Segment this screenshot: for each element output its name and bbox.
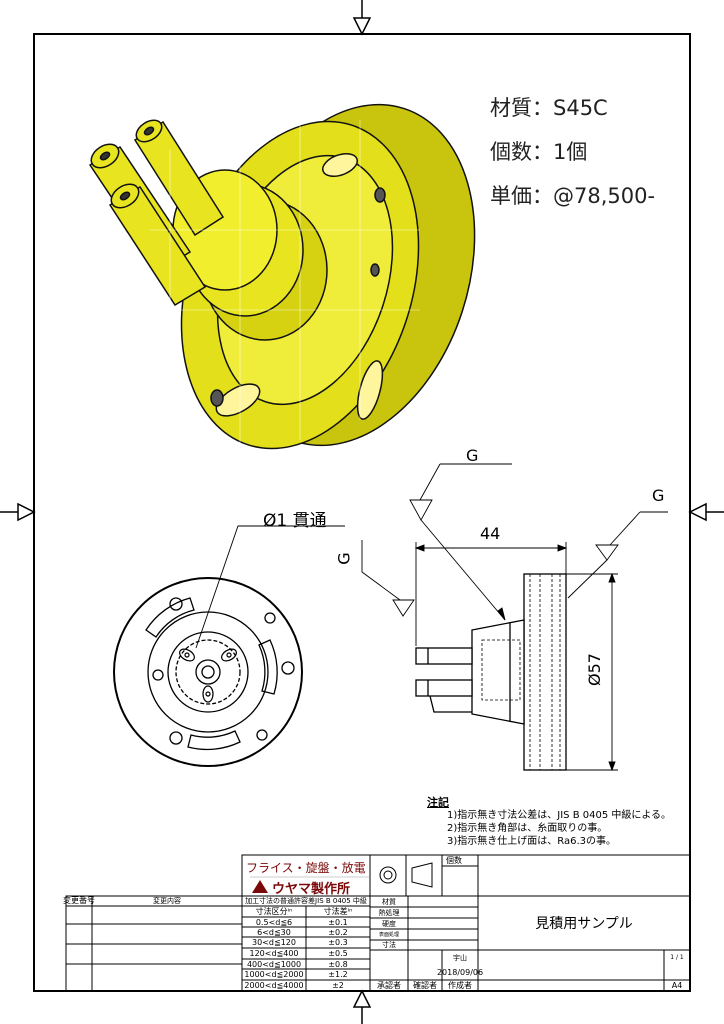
attr-label: 寸法 bbox=[382, 941, 396, 949]
checker-label: 確認者 bbox=[413, 980, 437, 990]
note-item: 1)指示無き寸法公差は、JIS B 0405 中級による。 bbox=[447, 810, 672, 821]
material-spec: 材質：S45C bbox=[490, 96, 608, 120]
dimension-diameter: Ø57 bbox=[584, 653, 604, 686]
tolerance-col-tol: 寸法差ᴵⁿ bbox=[323, 907, 353, 916]
tolerance-range: 2000<d≦4000 bbox=[244, 981, 304, 990]
tolerance-value: ±0.1 bbox=[328, 917, 348, 927]
tolerance-value: ±1.2 bbox=[328, 970, 348, 979]
notes-block: 注記 1)指示無き寸法公差は、JIS B 0405 中級による。 2)指示無き角… bbox=[427, 796, 671, 848]
author-name: 宇山 bbox=[453, 953, 467, 962]
tolerance-range: 30<d≦120 bbox=[252, 938, 296, 947]
sheet-number: 1 / 1 bbox=[670, 954, 684, 961]
isometric-part-view bbox=[88, 103, 476, 460]
paper-size: A4 bbox=[671, 980, 683, 990]
front-view bbox=[113, 525, 345, 767]
attr-label: 表面処理 bbox=[378, 932, 399, 938]
finish-symbol-top: G bbox=[466, 446, 479, 465]
tolerance-value: ±0.2 bbox=[328, 927, 348, 937]
notes-heading: 注記 bbox=[427, 796, 449, 809]
side-view bbox=[361, 463, 668, 772]
drawing-title: 見積用サンプル bbox=[535, 916, 633, 932]
tolerance-range: 6<d≦30 bbox=[257, 927, 291, 937]
note-item: 3)指示無き仕上げ面は、Ra6.3の事。 bbox=[447, 836, 617, 847]
title-block-grid bbox=[65, 854, 691, 992]
drawing-date: 2018/09/06 bbox=[436, 967, 484, 977]
finish-symbol-right: G bbox=[652, 486, 665, 505]
approver-label: 承認者 bbox=[377, 980, 401, 990]
tolerance-value: ±2 bbox=[332, 981, 344, 990]
finish-symbol-left: G bbox=[334, 552, 354, 565]
creator-label: 作成者 bbox=[448, 980, 472, 990]
tolerance-col-range: 寸法区分ᴵⁿ bbox=[255, 907, 293, 916]
unit-price-spec: 単価：@78,500- bbox=[490, 184, 656, 208]
quantity-spec: 個数：1個 bbox=[490, 140, 588, 164]
dimension-length: 44 bbox=[480, 524, 501, 543]
tolerance-value: ±0.5 bbox=[328, 949, 348, 958]
company-tagline: フライス・旋盤・放電 bbox=[246, 861, 366, 875]
revision-content-header: 変更内容 bbox=[153, 897, 181, 905]
qty-label: 個数 bbox=[446, 856, 462, 865]
attr-label: 硬度 bbox=[382, 919, 396, 928]
note-item: 2)指示無き角部は、糸面取りの事。 bbox=[447, 823, 608, 834]
tolerance-value: ±0.8 bbox=[328, 959, 348, 969]
tolerance-range: 400<d≦1000 bbox=[246, 959, 302, 969]
tolerance-title: 加工寸法の普通許容差JIS B 0405 中級 bbox=[245, 897, 367, 905]
tolerance-range: 1000<d≦2000 bbox=[244, 970, 304, 979]
hole-callout: Ø1 貫通 bbox=[263, 511, 327, 531]
revision-no-header: 変更番号 bbox=[63, 896, 95, 905]
company-name: ウヤマ製作所 bbox=[272, 882, 351, 897]
attr-label: 熱処理 bbox=[378, 908, 400, 917]
tolerance-range: 120<d≦400 bbox=[249, 949, 299, 958]
tolerance-range: 0.5<d≦6 bbox=[255, 917, 293, 927]
attr-label: 材質 bbox=[382, 897, 396, 906]
tolerance-value: ±0.3 bbox=[328, 938, 348, 947]
